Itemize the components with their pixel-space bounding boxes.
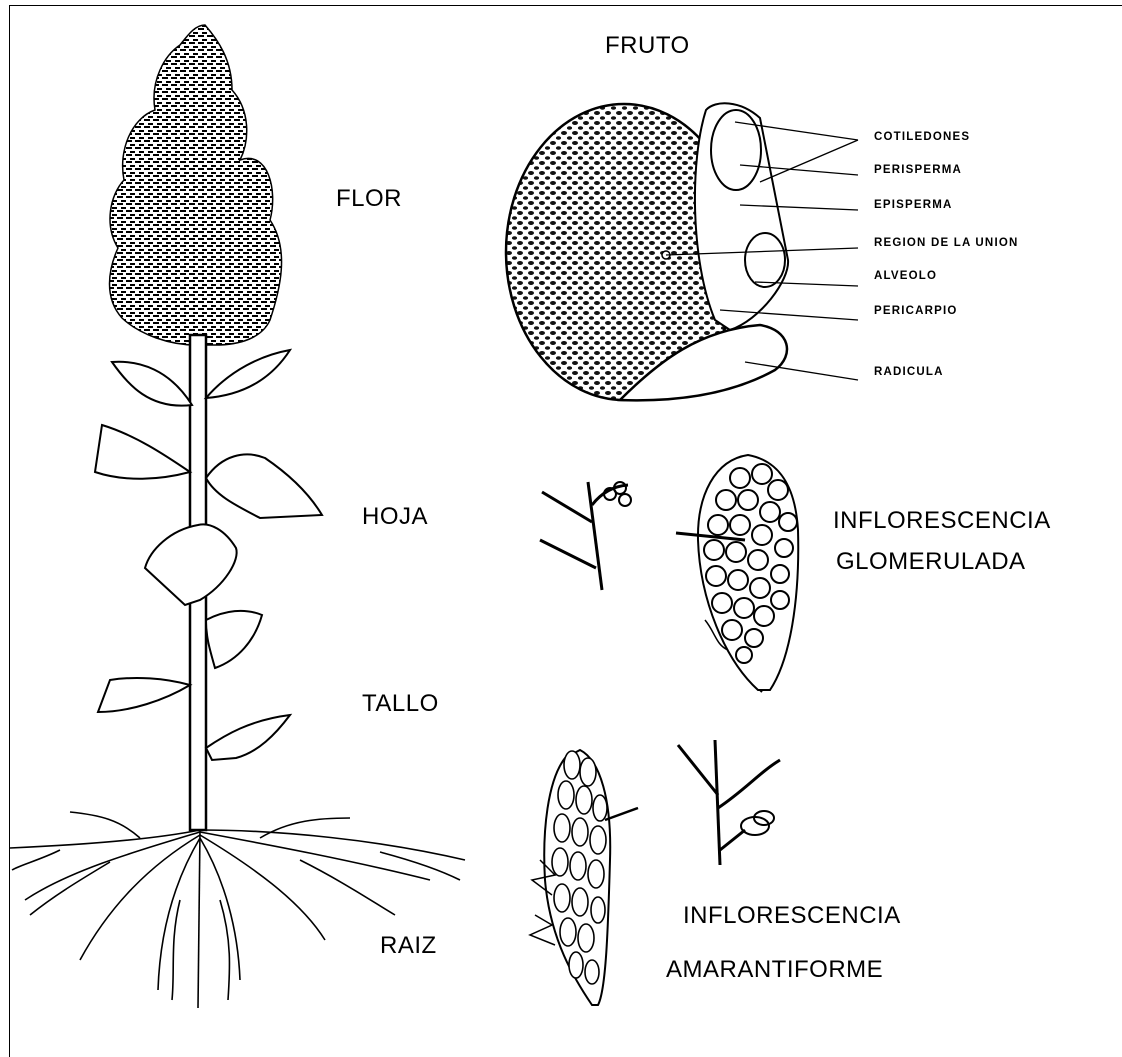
leaf-4 <box>206 454 322 518</box>
panicle <box>110 25 282 345</box>
label-fruto: FRUTO <box>605 32 690 60</box>
leaf-2 <box>206 350 290 398</box>
label-flor: FLOR <box>336 185 402 213</box>
label-perisperma: PERISPERMA <box>874 164 962 176</box>
label-amarantiforme-line1: INFLORESCENCIA <box>683 902 901 930</box>
label-radicula: RADICULA <box>874 366 944 378</box>
label-raiz: RAIZ <box>380 932 437 960</box>
label-hoja: HOJA <box>362 503 428 531</box>
glomerulada-spike <box>676 455 798 692</box>
label-episperma: EPISPERMA <box>874 199 953 211</box>
label-cotiledones: COTILEDONES <box>874 131 970 143</box>
alveolo <box>745 233 785 287</box>
leaf-6 <box>206 611 262 668</box>
amarantiforme-branch <box>678 740 780 865</box>
leaf-5 <box>145 524 237 605</box>
label-tallo: TALLO <box>362 690 439 718</box>
label-alveolo: ALVEOLO <box>874 270 937 282</box>
leaf-7 <box>98 678 190 712</box>
label-region-de-la-union: REGION DE LA UNION <box>874 237 1018 249</box>
label-pericarpio: PERICARPIO <box>874 305 958 317</box>
leaf-8 <box>206 715 290 760</box>
label-glomerulada-line1: INFLORESCENCIA <box>833 507 1051 535</box>
leaf-3 <box>95 425 190 479</box>
label-amarantiforme-line2: AMARANTIFORME <box>666 956 883 984</box>
glomerulada-branch <box>540 482 631 590</box>
roots <box>10 812 465 1008</box>
label-glomerulada-line2: GLOMERULADA <box>836 548 1026 576</box>
leaf-1 <box>112 362 192 406</box>
fruto-seed <box>506 103 858 400</box>
amarantiforme-spike <box>530 750 638 1005</box>
